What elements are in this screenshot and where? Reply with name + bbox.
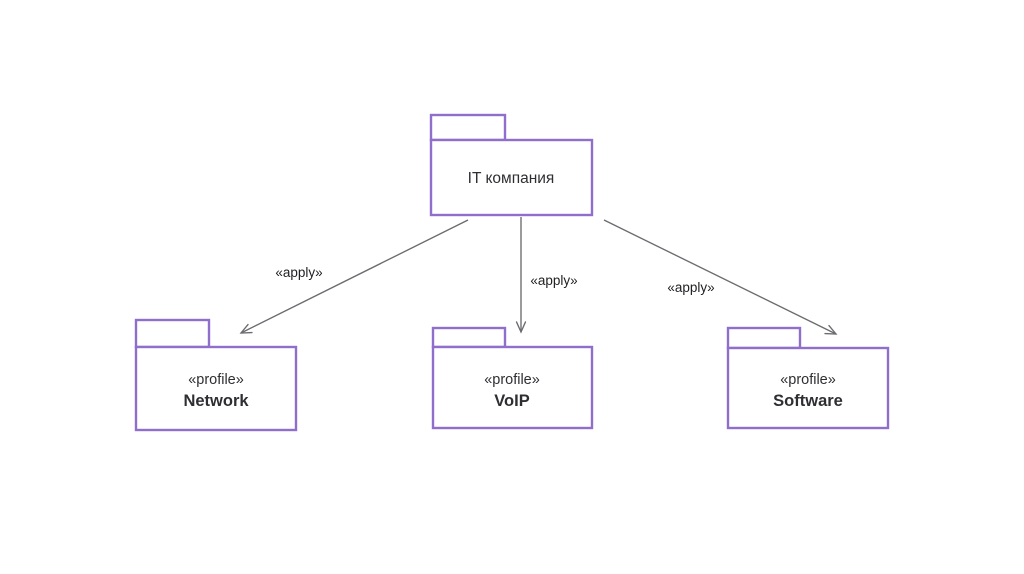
- dependency-apply-network[interactable]: «apply»: [239, 219, 469, 334]
- package-profile-network[interactable]: «profile» Network: [134, 318, 298, 432]
- dependency-label-apply-voip: «apply»: [530, 273, 577, 288]
- package-profile-software[interactable]: «profile» Software: [726, 326, 890, 430]
- package-tab-icon: [429, 113, 507, 142]
- package-body: [429, 138, 594, 217]
- package-stereotype-voip: «profile»: [484, 372, 540, 388]
- package-profile-voip[interactable]: «profile» VoIP: [431, 326, 594, 430]
- package-name-network: Network: [183, 392, 249, 410]
- arrowhead-open: [515, 321, 527, 334]
- package-stereotype-network: «profile»: [188, 372, 244, 388]
- package-name-it-company: IT компания: [468, 170, 555, 187]
- package-body: [134, 345, 298, 432]
- dependency-label-apply-software: «apply»: [667, 280, 714, 295]
- arrowhead-open: [824, 324, 838, 335]
- package-stereotype-software: «profile»: [780, 372, 836, 388]
- package-body: [726, 346, 890, 430]
- package-name-voip: VoIP: [494, 392, 529, 410]
- arrowhead-open: [239, 323, 253, 334]
- package-name-software: Software: [773, 392, 843, 410]
- dependency-apply-voip[interactable]: «apply»: [515, 217, 578, 334]
- package-body: [431, 345, 594, 430]
- dependency-apply-software[interactable]: «apply»: [603, 219, 838, 335]
- dependency-line: [240, 219, 469, 334]
- package-tab-icon: [726, 326, 802, 350]
- package-tab-icon: [134, 318, 211, 349]
- dependency-line: [603, 219, 837, 335]
- package-it-company[interactable]: IT компания: [429, 113, 594, 217]
- dependency-label-apply-network: «apply»: [275, 265, 322, 280]
- package-tab-icon: [431, 326, 507, 349]
